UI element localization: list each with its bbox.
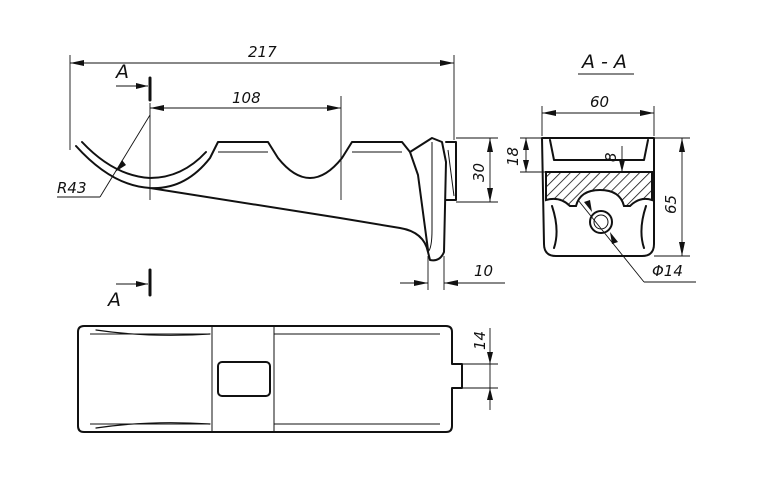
section-outline bbox=[541, 137, 655, 257]
section-cavity bbox=[551, 205, 647, 249]
dim-section-top: 18 bbox=[504, 147, 522, 166]
dim-radius: R43 bbox=[57, 179, 87, 197]
section-channel bbox=[549, 139, 649, 161]
dim-hole-diameter: Φ14 bbox=[652, 262, 683, 280]
web-inner bbox=[427, 142, 433, 253]
dim-section-height: 65 bbox=[662, 195, 680, 214]
right-flange bbox=[445, 141, 457, 201]
section-marker-top: A bbox=[114, 61, 152, 102]
flange-shade bbox=[447, 149, 455, 197]
plan-slot bbox=[217, 361, 271, 397]
front-dimensions: 217 108 R43 30 10 bbox=[57, 43, 505, 290]
dim-bottom-thickness: 10 bbox=[474, 262, 493, 280]
plan-edge-curve-left bbox=[95, 329, 211, 429]
front-view-outline bbox=[75, 137, 447, 262]
groove-inner-edge bbox=[81, 141, 207, 179]
svg-text:A: A bbox=[114, 61, 129, 83]
web-edge bbox=[409, 151, 429, 251]
dim-center-distance: 108 bbox=[232, 89, 261, 107]
section-hole bbox=[589, 210, 613, 234]
svg-text:A: A bbox=[106, 289, 121, 311]
plan-dimensions: 14 bbox=[462, 328, 498, 410]
section-view: A - A bbox=[541, 51, 655, 257]
plan-view bbox=[77, 325, 463, 433]
section-marker-bottom: A bbox=[106, 268, 152, 311]
dim-height-side: 30 bbox=[470, 163, 488, 182]
dim-tab-width: 14 bbox=[471, 331, 489, 350]
front-view bbox=[75, 137, 457, 262]
dim-rib-thickness: 8 bbox=[602, 152, 620, 162]
section-hatched-rib bbox=[545, 171, 653, 207]
dim-section-width: 60 bbox=[590, 93, 609, 111]
section-dimensions: 60 18 65 8 Φ14 bbox=[504, 93, 696, 283]
dim-overall-length: 217 bbox=[248, 43, 277, 61]
plan-outline bbox=[77, 325, 463, 433]
section-title: A - A bbox=[580, 51, 627, 73]
